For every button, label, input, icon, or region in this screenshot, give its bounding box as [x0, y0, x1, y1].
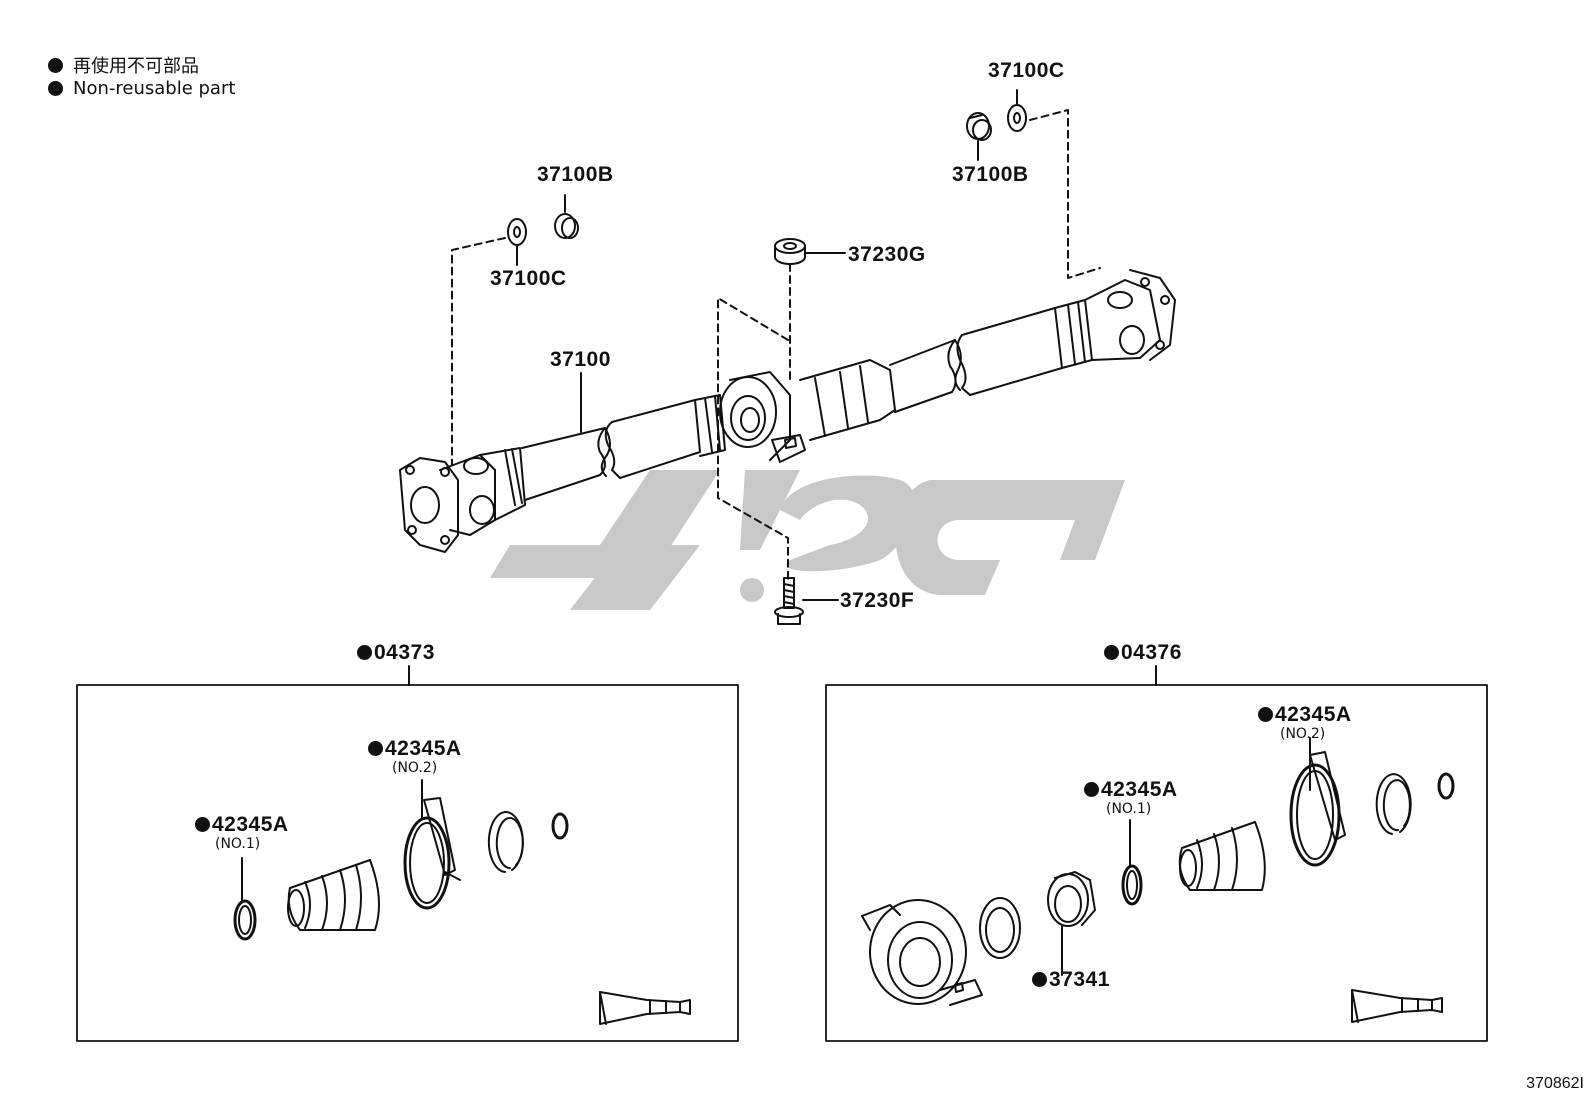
non-reusable-bullet-icon: [1084, 782, 1099, 797]
label-37100B-right: 37100B: [952, 163, 1029, 186]
label-42345A-no2-right: 42345A: [1258, 703, 1352, 727]
sublabel-no1-left: (NO.1): [215, 836, 261, 852]
dashed-guide: [717, 297, 789, 581]
label-37100: 37100: [550, 348, 611, 371]
legend-jp: 再使用不可部品: [48, 52, 199, 78]
nut-37100B-top: [966, 112, 992, 141]
label-37100B-left: 37100B: [537, 163, 614, 186]
label-42345A-no2-left: 42345A: [368, 737, 462, 761]
legend-jp-text: 再使用不可部品: [73, 56, 199, 77]
kit-left-clamp-no2: 42345A: [385, 737, 462, 760]
label-42345A-no1-left: 42345A: [195, 813, 289, 837]
legend-en-text: Non-reusable part: [73, 78, 236, 99]
label-37341: 37341: [1032, 968, 1110, 992]
diagram-code: 370862I: [1526, 1075, 1584, 1092]
label-kit-04376: 04376: [1104, 641, 1182, 665]
sublabel-no2-right: (NO.2): [1280, 726, 1326, 742]
propeller-shaft-37100: [399, 269, 1176, 553]
label-37100C-top: 37100C: [988, 59, 1065, 82]
bolt-37230F: [774, 577, 804, 625]
non-reusable-bullet-icon: [1104, 645, 1119, 660]
dashed-guide: [1029, 109, 1101, 279]
kit-box-04376: [825, 684, 1488, 1042]
label-37100C-left: 37100C: [490, 267, 567, 290]
collar-37230G: [774, 238, 806, 265]
sublabel-no2-left: (NO.2): [392, 760, 438, 776]
label-42345A-no1-right: 42345A: [1084, 778, 1178, 802]
label-kit-04373: 04373: [357, 641, 435, 665]
non-reusable-bullet-icon: [368, 741, 383, 756]
kit-left-clamp-no1: 42345A: [212, 813, 289, 836]
kit-left-title: 04373: [374, 641, 435, 664]
kit-right-bearing: 37341: [1049, 968, 1110, 991]
kit-box-04373: [76, 684, 739, 1042]
non-reusable-bullet-icon: [1258, 707, 1273, 722]
non-reusable-bullet-icon: [195, 817, 210, 832]
non-reusable-bullet-icon: [1032, 972, 1047, 987]
kit-right-clamp-no1: 42345A: [1101, 778, 1178, 801]
kit-right-clamp-no2: 42345A: [1275, 703, 1352, 726]
label-37230G: 37230G: [848, 243, 926, 266]
washer-37100C-top: [1007, 104, 1027, 132]
nut-37100B-left: [554, 213, 579, 239]
kit-left-parts: [233, 779, 691, 1025]
non-reusable-bullet-icon: [357, 645, 372, 660]
bullet-icon: [48, 81, 63, 96]
watermark-logo: [490, 470, 1125, 610]
kit-right-title: 04376: [1121, 641, 1182, 664]
sublabel-no1-right: (NO.1): [1106, 801, 1152, 817]
bullet-icon: [48, 57, 63, 73]
legend-en: Non-reusable part: [48, 78, 235, 99]
label-37230F: 37230F: [840, 589, 915, 612]
kit-right-parts: [861, 737, 1455, 1023]
dashed-guide: [451, 237, 506, 466]
washer-37100C-left: [507, 218, 527, 246]
